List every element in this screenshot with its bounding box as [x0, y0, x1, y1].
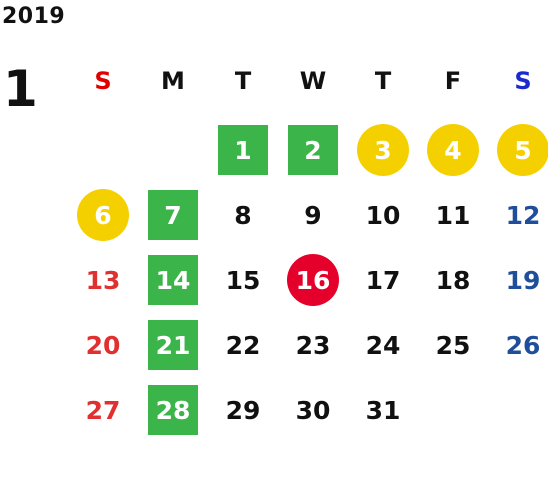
day-number: 11 [435, 200, 471, 230]
month-number: 1 [3, 60, 38, 118]
day-cell-4[interactable]: 4 [423, 124, 483, 176]
weekday-tuesday: T [234, 67, 252, 95]
day-number: 7 [148, 190, 198, 240]
day-number: 15 [225, 265, 261, 295]
day-number: 22 [225, 330, 261, 360]
day-cell-8[interactable]: 8 [213, 189, 273, 241]
day-number: 31 [365, 395, 401, 425]
day-cell-5[interactable]: 5 [493, 124, 548, 176]
day-number: 27 [85, 395, 121, 425]
day-number: 6 [77, 189, 129, 241]
day-cell-19[interactable]: 19 [493, 254, 548, 306]
day-cell-29[interactable]: 29 [213, 384, 273, 436]
day-number: 2 [288, 125, 338, 175]
weekday-saturday: S [514, 67, 532, 95]
day-number: 28 [148, 385, 198, 435]
day-cell-2[interactable]: 2 [283, 124, 343, 176]
day-cell-25[interactable]: 25 [423, 319, 483, 371]
day-number: 12 [505, 200, 541, 230]
day-number: 13 [85, 265, 121, 295]
day-cell-10[interactable]: 10 [353, 189, 413, 241]
day-number: 18 [435, 265, 471, 295]
day-cell-15[interactable]: 15 [213, 254, 273, 306]
day-cell-31[interactable]: 31 [353, 384, 413, 436]
day-cell-21[interactable]: 21 [143, 319, 203, 371]
day-number: 1 [218, 125, 268, 175]
day-number: 17 [365, 265, 401, 295]
day-cell-27[interactable]: 27 [73, 384, 133, 436]
day-cell-16[interactable]: 16 [283, 254, 343, 306]
day-cell-9[interactable]: 9 [283, 189, 343, 241]
day-cell-14[interactable]: 14 [143, 254, 203, 306]
day-number: 29 [225, 395, 261, 425]
day-cell-11[interactable]: 11 [423, 189, 483, 241]
day-cell-7[interactable]: 7 [143, 189, 203, 241]
weekday-monday: M [161, 67, 185, 95]
day-cell-22[interactable]: 22 [213, 319, 273, 371]
day-number: 30 [295, 395, 331, 425]
day-number: 4 [427, 124, 479, 176]
day-cell-3[interactable]: 3 [353, 124, 413, 176]
day-number: 21 [148, 320, 198, 370]
day-number: 25 [435, 330, 471, 360]
day-cell-26[interactable]: 26 [493, 319, 548, 371]
day-cell-23[interactable]: 23 [283, 319, 343, 371]
weekday-thursday: T [374, 67, 392, 95]
day-cell-6[interactable]: 6 [73, 189, 133, 241]
weekday-wednesday: W [299, 67, 327, 95]
weekday-friday: F [444, 67, 462, 95]
day-number: 23 [295, 330, 331, 360]
day-number: 3 [357, 124, 409, 176]
day-cell-1[interactable]: 1 [213, 124, 273, 176]
day-cell-12[interactable]: 12 [493, 189, 548, 241]
day-cell-18[interactable]: 18 [423, 254, 483, 306]
day-cell-24[interactable]: 24 [353, 319, 413, 371]
day-number: 16 [287, 254, 339, 306]
day-number: 8 [234, 200, 252, 230]
day-number: 24 [365, 330, 401, 360]
day-number: 19 [505, 265, 541, 295]
day-number: 14 [148, 255, 198, 305]
day-cell-30[interactable]: 30 [283, 384, 343, 436]
day-number: 5 [497, 124, 548, 176]
day-number: 20 [85, 330, 121, 360]
day-cell-20[interactable]: 20 [73, 319, 133, 371]
day-number: 26 [505, 330, 541, 360]
day-number: 10 [365, 200, 401, 230]
day-cell-28[interactable]: 28 [143, 384, 203, 436]
day-cell-13[interactable]: 13 [73, 254, 133, 306]
year-label: 2019 [2, 4, 66, 29]
weekday-sunday: S [94, 67, 112, 95]
day-number: 9 [304, 200, 322, 230]
day-cell-17[interactable]: 17 [353, 254, 413, 306]
